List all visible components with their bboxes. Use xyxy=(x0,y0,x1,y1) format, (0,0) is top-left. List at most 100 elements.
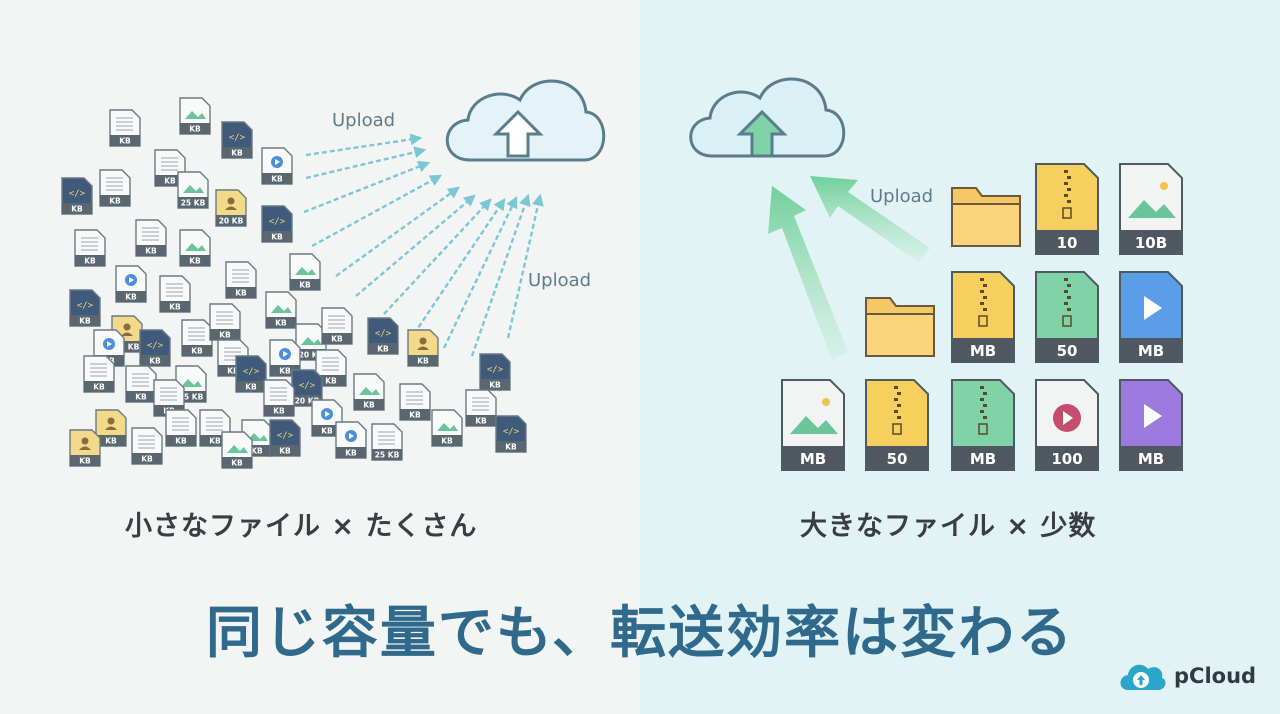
small-file-size: KB xyxy=(279,447,291,456)
large-file-size: MB xyxy=(800,450,826,468)
small-file-icon: KB xyxy=(335,421,367,459)
large-file-icon: 50 xyxy=(865,379,929,471)
large-file-icon: 10 xyxy=(1035,163,1099,255)
brand-name: pCloud xyxy=(1174,664,1257,688)
svg-text:</>: </> xyxy=(277,431,294,441)
small-file-icon: KB xyxy=(125,365,157,403)
small-file-icon: KB xyxy=(225,261,257,299)
small-file-size: KB xyxy=(135,393,147,402)
large-file-size: 10 xyxy=(1057,234,1078,252)
small-file-icon: KB xyxy=(311,399,343,437)
small-file-icon: KB xyxy=(465,389,497,427)
svg-text:</>: </> xyxy=(147,341,164,351)
small-file-size: KB xyxy=(417,357,429,366)
small-file-size: KB xyxy=(409,411,421,420)
svg-text:</>: </> xyxy=(243,367,260,377)
small-file-size: KB xyxy=(125,293,137,302)
small-file-size: KB xyxy=(149,357,161,366)
small-file-icon: </>KB xyxy=(479,353,511,391)
small-file-icon: KB xyxy=(179,229,211,267)
small-file-size: KB xyxy=(189,125,201,134)
small-file-size: KB xyxy=(273,407,285,416)
small-file-icon: KB xyxy=(131,427,163,465)
small-file-size: KB xyxy=(209,437,221,446)
small-file-size: KB xyxy=(271,233,283,242)
small-file-icon: </> KB xyxy=(139,329,171,367)
small-file-icon: KB xyxy=(261,147,293,185)
small-file-size: KB xyxy=(235,289,247,298)
small-file-size: KB xyxy=(231,149,243,158)
large-file-size: 100 xyxy=(1051,450,1082,468)
small-file-icon: KB xyxy=(431,409,463,447)
small-file-size: KB xyxy=(93,383,105,392)
svg-text:</>: </> xyxy=(503,427,520,437)
large-file-icon: 50 xyxy=(1035,271,1099,363)
small-file-icon: </> KB xyxy=(269,419,301,457)
upload-label-top: Upload xyxy=(332,110,396,131)
small-file-size: KB xyxy=(441,437,453,446)
small-file-icon: KB xyxy=(209,303,241,341)
small-file-icon: KB xyxy=(83,355,115,393)
small-file-icon: KB xyxy=(263,379,295,417)
small-file-size: KB xyxy=(299,281,311,290)
small-file-size: KB xyxy=(279,367,291,376)
small-file-icon: KB xyxy=(407,329,439,367)
svg-text:</>: </> xyxy=(487,365,504,375)
small-file-size: KB xyxy=(363,401,375,410)
small-file-size: KB xyxy=(245,383,257,392)
small-file-size: 25 KB xyxy=(181,199,206,208)
upload-label-side: Upload xyxy=(528,270,592,291)
svg-text:</>: </> xyxy=(77,301,94,311)
small-file-icon: KB xyxy=(221,431,253,469)
small-file-size: 25 KB xyxy=(115,343,140,352)
small-file-icon: </> KB xyxy=(261,205,293,243)
small-file-icon: KB xyxy=(159,275,191,313)
small-file-icon: KB xyxy=(353,373,385,411)
small-file-icon: 20 KB xyxy=(215,189,247,227)
right-cloud-upload-icon xyxy=(689,77,846,158)
large-file-size: MB xyxy=(1138,342,1164,360)
small-file-icon: KB xyxy=(115,265,147,303)
small-file-size: KB xyxy=(141,455,153,464)
small-file-size: KB xyxy=(271,175,283,184)
small-file-icon: KB xyxy=(399,383,431,421)
small-file-size: KB xyxy=(505,443,517,452)
small-file-icon: KB xyxy=(181,319,213,357)
large-file-size: 50 xyxy=(1057,342,1078,360)
large-file-icon: MB xyxy=(951,271,1015,363)
small-file-size: KB xyxy=(251,447,263,456)
small-file-icon: KB xyxy=(69,429,101,467)
small-file-size: KB xyxy=(377,345,389,354)
folder-icon xyxy=(865,297,935,357)
small-file-icon: KB xyxy=(269,339,301,377)
small-file-size: KB xyxy=(175,437,187,446)
small-file-size: KB xyxy=(227,367,239,376)
pcloud-logo-icon xyxy=(1120,664,1166,690)
large-file-icon: MB xyxy=(1119,271,1183,363)
small-file-size: KB xyxy=(321,427,333,436)
small-file-icon: KB xyxy=(135,219,167,257)
brand-logo: pCloud xyxy=(1116,660,1256,692)
small-file-icon: KB xyxy=(179,97,211,135)
svg-text:</>: </> xyxy=(269,217,286,227)
small-file-icon: </>KB xyxy=(61,177,93,215)
svg-text:</>: </> xyxy=(229,133,246,143)
small-file-icon: KB xyxy=(95,409,127,447)
small-file-size: KB xyxy=(84,257,96,266)
small-file-size: KB xyxy=(475,417,487,426)
right-upload-arrows xyxy=(768,176,930,360)
svg-text:</>: </> xyxy=(375,329,392,339)
large-file-icon: 10B xyxy=(1119,163,1183,255)
small-file-size: KB xyxy=(331,335,343,344)
large-file-icon: 100 xyxy=(1035,379,1099,471)
small-file-size: KB xyxy=(145,247,157,256)
left-caption: 小さなファイル × たくさん xyxy=(125,511,478,542)
small-file-size: KB xyxy=(189,257,201,266)
small-file-size: KB xyxy=(219,331,231,340)
large-file-size: MB xyxy=(970,450,996,468)
small-file-icon: </> KB xyxy=(495,415,527,453)
small-file-icon: 25 KB xyxy=(177,171,209,209)
svg-text:</>: </> xyxy=(69,189,86,199)
small-file-icon: KB xyxy=(289,253,321,291)
